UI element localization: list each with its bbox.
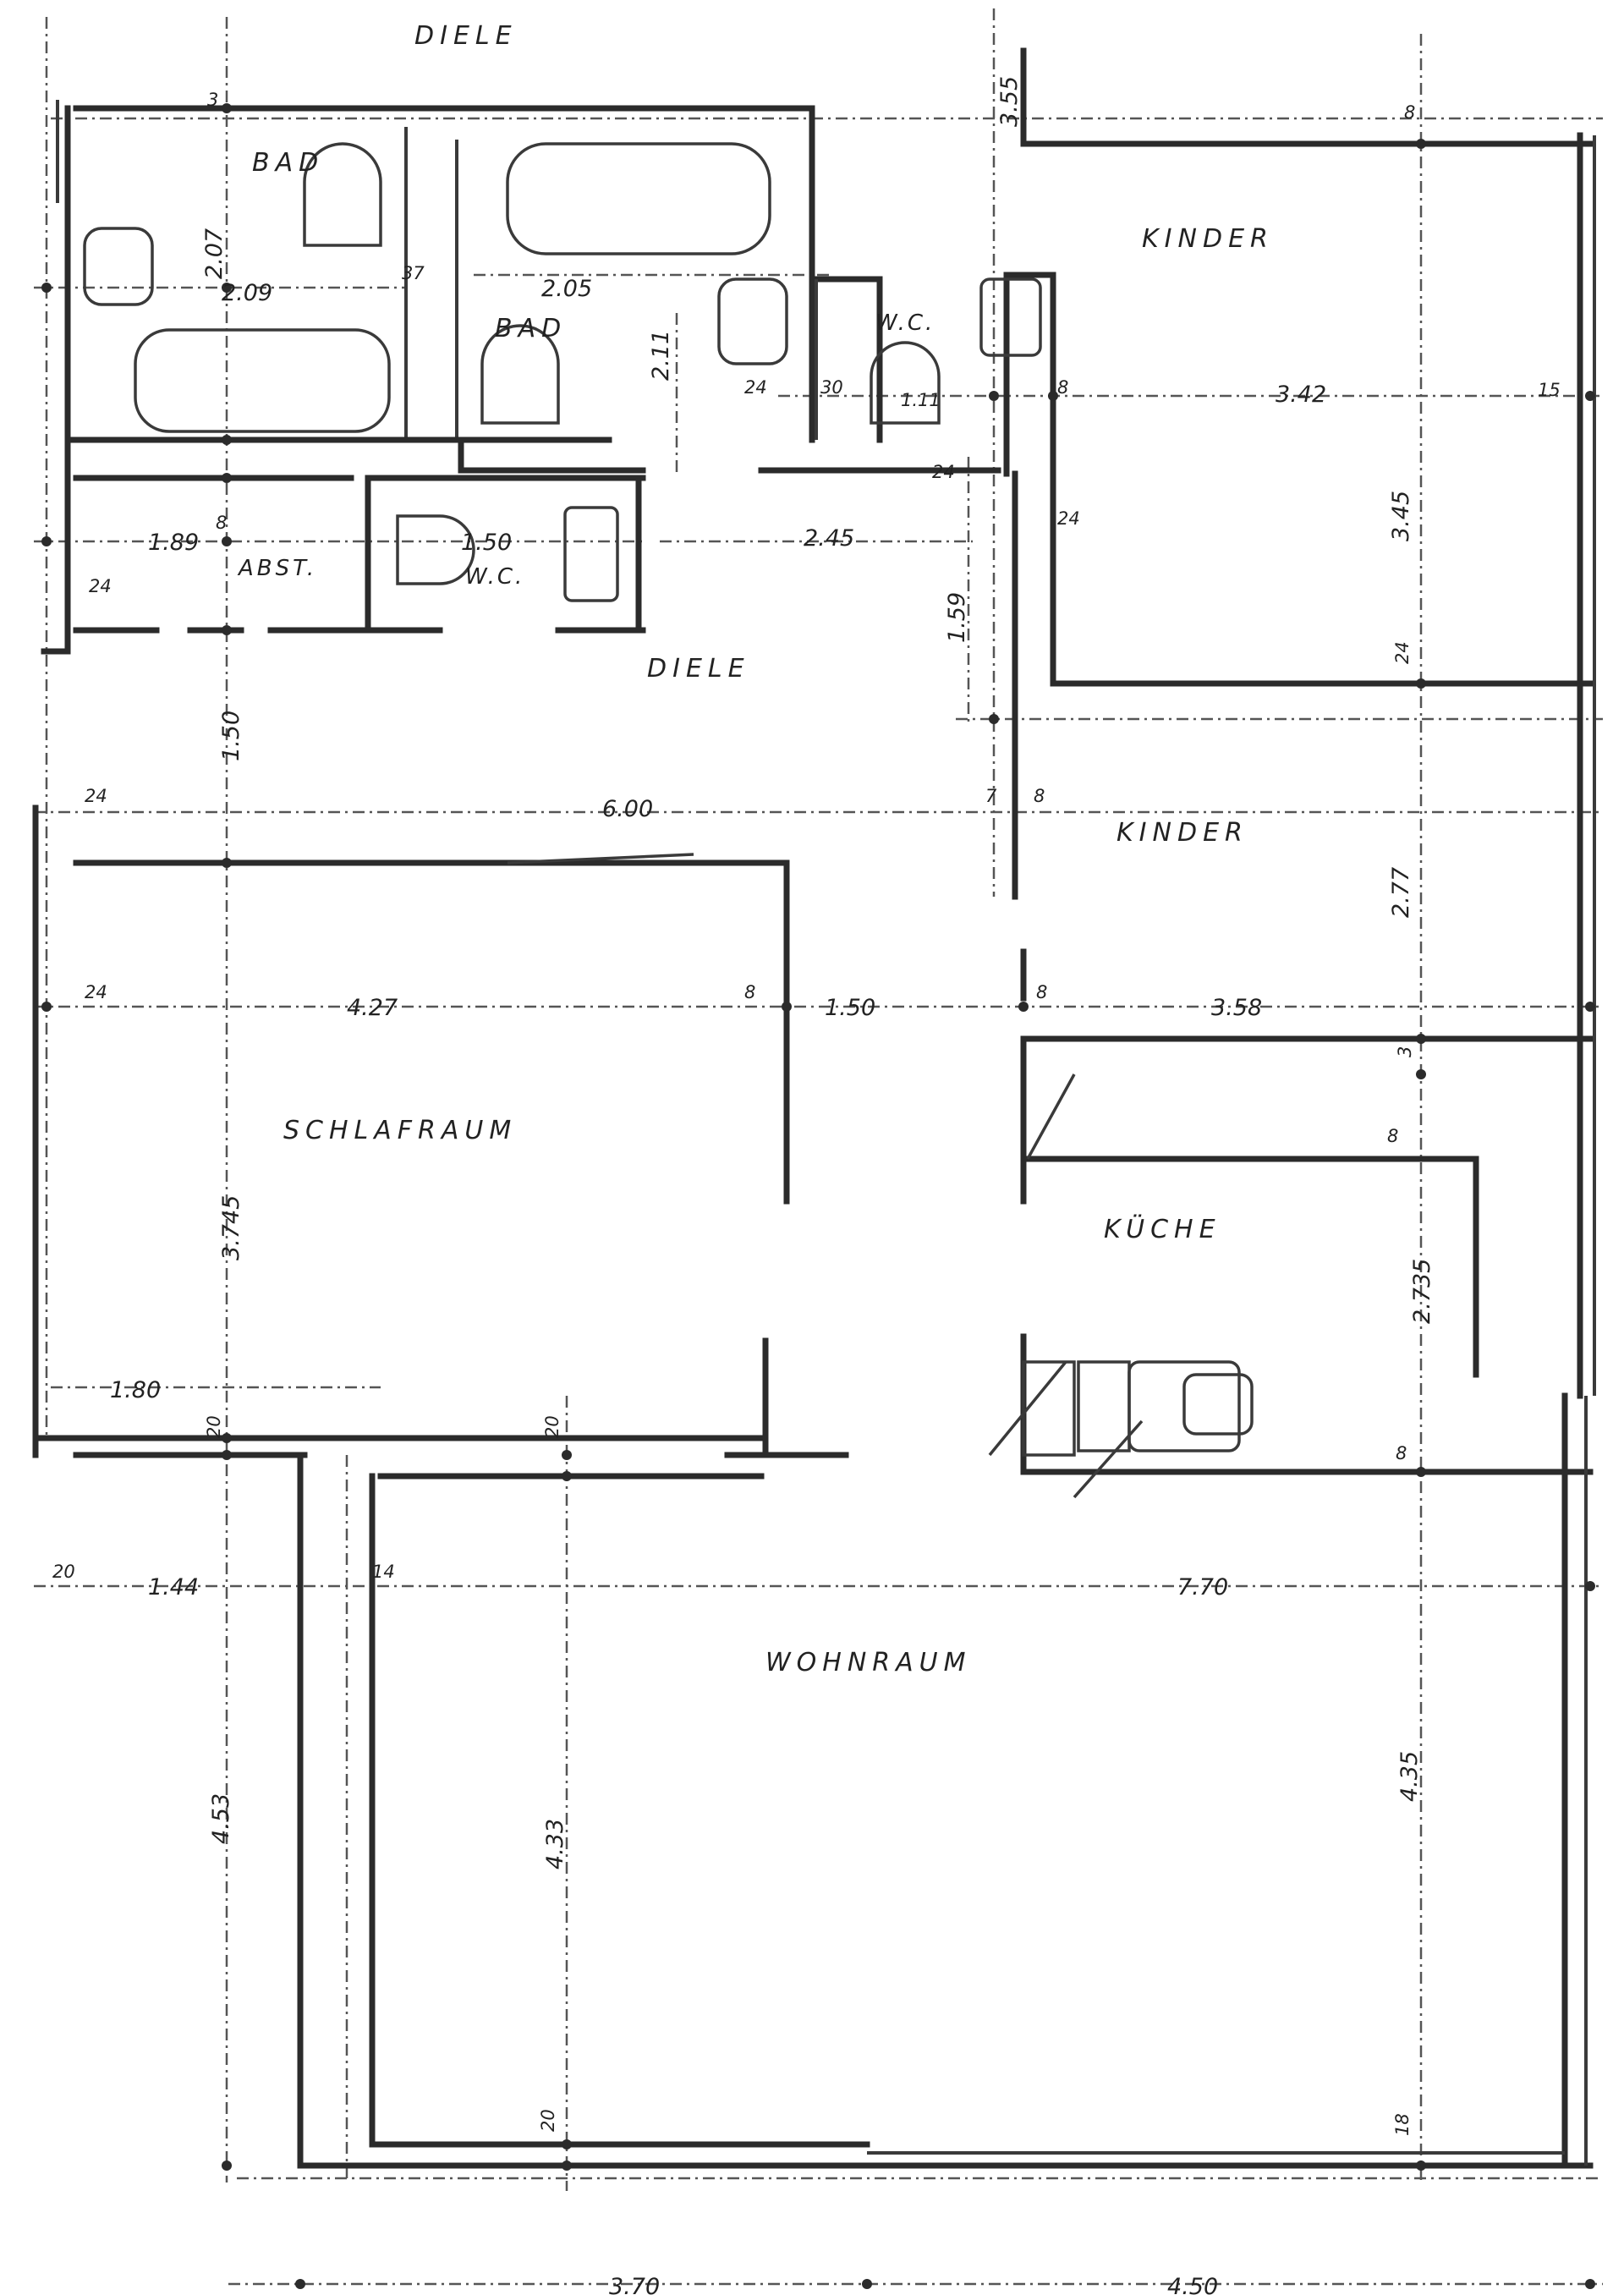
dim-label: 24 [1057, 508, 1080, 529]
dimension-dots [41, 103, 1595, 2289]
dim-label: 8 [1387, 1126, 1398, 1146]
room-label-abstellraum: ABST. [237, 556, 317, 581]
dim-label: 24 [89, 576, 112, 596]
window-icon [507, 853, 694, 865]
dim-label: 4.33 [542, 1819, 568, 1869]
dim-label: 2.05 [541, 276, 592, 302]
dim-label: 4.50 [1167, 2274, 1218, 2295]
dim-label: 3.42 [1276, 382, 1326, 408]
dim-label: 20 [204, 1415, 224, 1438]
dim-label: 8 [1057, 377, 1068, 398]
room-label-bad-middle: BAD [495, 314, 567, 343]
dim-label: 2.11 [648, 330, 674, 381]
stove-icon [1022, 1360, 1076, 1457]
room-label-kueche: KÜCHE [1104, 1214, 1221, 1244]
bathtub-icon [506, 142, 771, 255]
dim-label: 24 [744, 377, 767, 398]
dim-label: 8 [1396, 1443, 1407, 1463]
room-labels: DIELE BAD BAD W.C. ABST. W.C. DIELE KIND… [237, 21, 1274, 1677]
dim-label: 24 [85, 982, 107, 1002]
dim-label: 3.55 [996, 76, 1023, 127]
dim-label: 3.70 [609, 2274, 660, 2295]
dim-label: 20 [542, 1415, 562, 1438]
dim-label: 14 [372, 1562, 395, 1582]
dim-label: 8 [1036, 982, 1047, 1002]
dim-label: 1.80 [110, 1377, 161, 1403]
dim-label: 4.35 [1396, 1751, 1423, 1802]
sink-icon [1182, 1373, 1254, 1436]
washbasin-icon [979, 277, 1042, 357]
dim-label: 8 [1034, 786, 1045, 806]
dim-label: 4.53 [208, 1793, 234, 1844]
dim-label: 3 [1395, 1046, 1415, 1057]
dimension-labels: 3.55 8 3 2.07 2.09 37 2.05 2.11 24 30 1.… [52, 76, 1561, 2295]
room-label-schlafraum: SCHLAFRAUM [283, 1116, 517, 1145]
dim-label: 8 [1404, 102, 1415, 123]
toilet-icon [870, 341, 941, 425]
dim-label: 8 [216, 513, 227, 533]
cabinet-icon [1077, 1360, 1131, 1452]
dim-label: 30 [820, 377, 843, 398]
dim-label: 18 [1392, 2113, 1413, 2136]
dim-label: 20 [52, 1562, 75, 1582]
room-label-kinder-middle: KINDER [1116, 818, 1248, 848]
dim-label: 1.50 [825, 995, 875, 1021]
dimension-lines [34, 8, 1603, 2286]
dim-label: 2.45 [804, 525, 854, 552]
room-label-diele-middle: DIELE [647, 654, 750, 684]
dim-label: 24 [932, 462, 955, 482]
dim-label: 3.745 [218, 1195, 244, 1260]
toilet-icon [396, 514, 475, 585]
dim-label: 1.50 [218, 711, 244, 761]
dim-label: 3.58 [1211, 995, 1262, 1021]
dim-label: 24 [85, 786, 107, 806]
dim-label: 1.11 [901, 390, 941, 410]
room-label-wc-small: W.C. [465, 564, 524, 590]
dim-label: 8 [744, 982, 755, 1002]
dim-label: 7.70 [1177, 1574, 1228, 1600]
door-swing-icon [1026, 1073, 1076, 1160]
dim-label: 1.44 [148, 1574, 199, 1600]
dim-label: 2.735 [1409, 1259, 1435, 1324]
room-label-wohnraum: WOHNRAUM [765, 1648, 972, 1677]
washbasin-icon [717, 277, 788, 365]
dim-label: 1.59 [944, 592, 970, 643]
dim-label: 3.45 [1388, 491, 1414, 541]
dim-label: 2.77 [1388, 867, 1414, 918]
room-label-wc-top: W.C. [875, 310, 935, 336]
dim-label: 1.50 [461, 530, 512, 556]
washbasin-icon [563, 506, 619, 602]
dim-label: 37 [402, 263, 425, 283]
walls [32, 47, 1596, 2169]
fixtures [83, 142, 1254, 1499]
dim-label: 20 [538, 2109, 558, 2132]
dim-label: 4.27 [347, 995, 398, 1021]
dim-label: 2.07 [201, 228, 228, 279]
dim-label: 6.00 [602, 796, 653, 822]
room-label-kinder-top: KINDER [1142, 224, 1274, 254]
dim-label: 15 [1538, 380, 1561, 400]
dim-label: 2.09 [222, 280, 272, 306]
room-label-bad-left: BAD [252, 148, 324, 178]
door-swing-icon [988, 1360, 1067, 1457]
room-label-diele-top: DIELE [414, 21, 518, 51]
dim-label: 3 [207, 90, 218, 110]
washbasin-icon [83, 227, 154, 306]
bathtub-icon [134, 328, 391, 433]
toilet-icon [480, 324, 560, 425]
door-swing-icon [1073, 1419, 1144, 1499]
toilet-icon [303, 142, 382, 247]
sink-icon [1127, 1360, 1241, 1452]
dim-label: 7 [985, 786, 997, 806]
dim-label: 24 [1392, 641, 1413, 664]
dim-label: 1.89 [148, 530, 199, 556]
